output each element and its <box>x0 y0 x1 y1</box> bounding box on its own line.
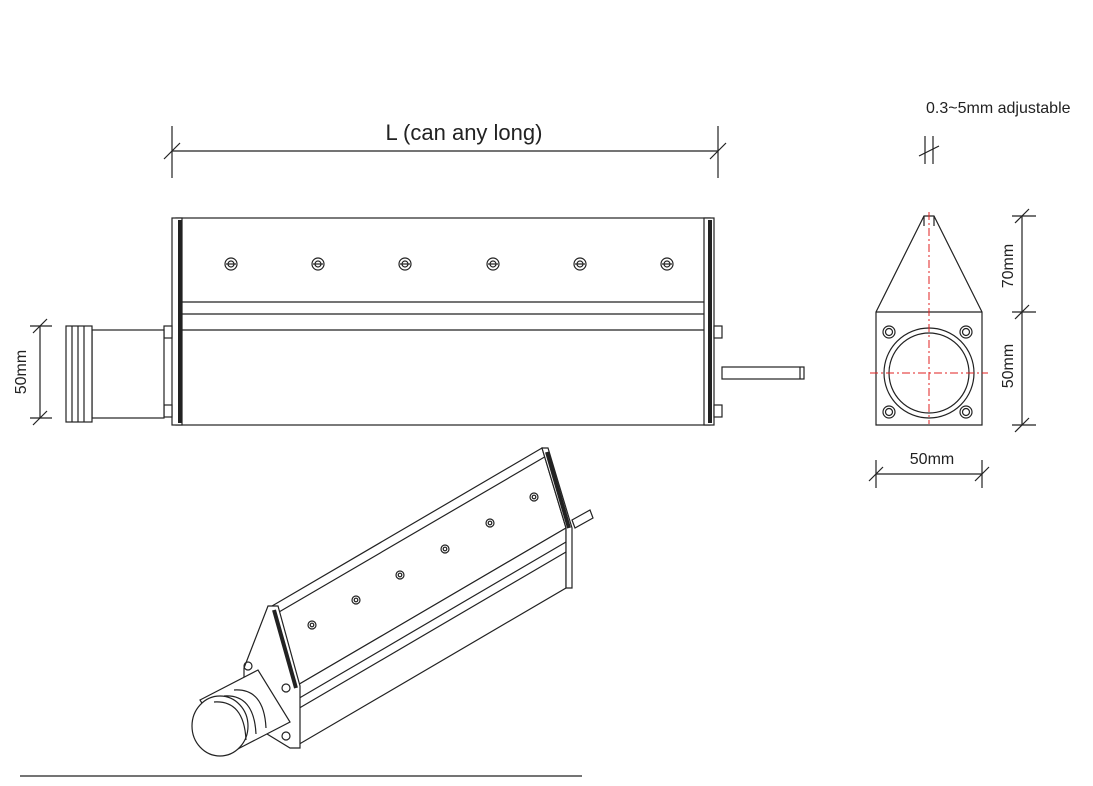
side-bottom-height-label: 50mm <box>1000 344 1017 388</box>
front-view: L (can any long) <box>13 120 805 426</box>
adjust-rod <box>721 366 805 380</box>
screw-icon <box>395 570 405 580</box>
side-profile <box>870 212 988 426</box>
screw-row <box>224 257 674 271</box>
screw-icon <box>224 257 238 271</box>
bolt-hole-icon <box>959 405 973 419</box>
knife-body <box>163 217 723 426</box>
screw-icon <box>485 518 495 528</box>
screw-icon <box>486 257 500 271</box>
screw-icon <box>398 257 412 271</box>
gap-dimension: 0.3~5mm adjustable <box>918 100 1071 164</box>
screw-icon <box>529 492 539 502</box>
screw-icon <box>311 257 325 271</box>
screw-icon <box>440 544 450 554</box>
side-view: 0.3~5mm adjustable <box>868 100 1071 488</box>
length-label: L (can any long) <box>386 120 543 145</box>
side-width-dimension: 50mm <box>868 451 990 488</box>
gap-label: 0.3~5mm adjustable <box>926 100 1071 117</box>
length-dimension: L (can any long) <box>163 120 727 178</box>
front-height-dimension: 50mm <box>13 318 52 426</box>
screw-icon <box>351 595 361 605</box>
side-width-label: 50mm <box>910 451 954 468</box>
isometric-view <box>191 447 594 757</box>
side-height-dimension: 70mm 50mm <box>1000 208 1036 433</box>
bolt-hole-icon <box>882 325 896 339</box>
front-height-label: 50mm <box>13 350 30 394</box>
screw-icon <box>307 620 317 630</box>
inlet-fitting <box>65 325 165 423</box>
bolt-hole-icon <box>959 325 973 339</box>
screw-icon <box>573 257 587 271</box>
screw-icon <box>660 257 674 271</box>
bolt-hole-icon <box>882 405 896 419</box>
side-top-height-label: 70mm <box>1000 244 1017 288</box>
